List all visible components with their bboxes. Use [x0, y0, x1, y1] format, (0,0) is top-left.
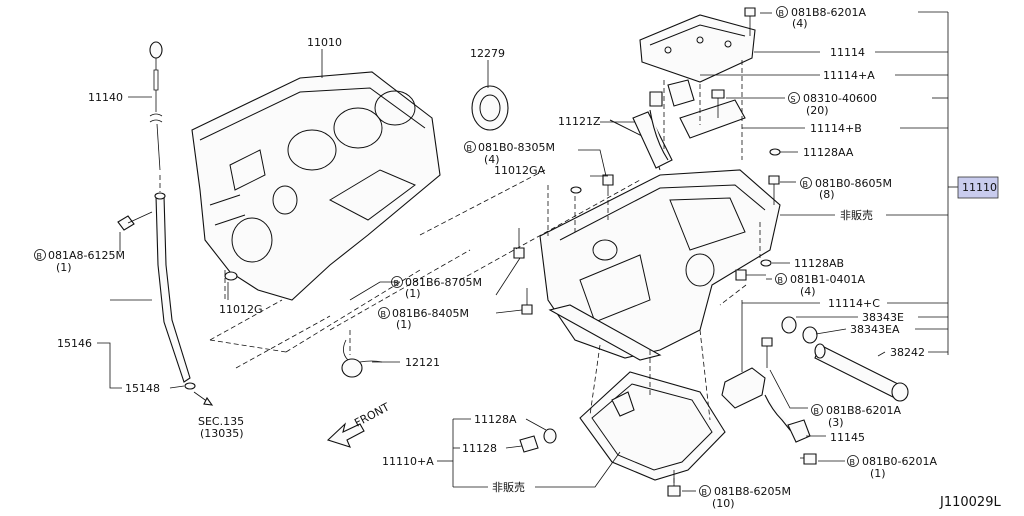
callout-11128a: 11128A: [474, 413, 517, 426]
bolts-drawing: [513, 7, 817, 497]
bolt-symbol-circle: [847, 455, 859, 467]
callout-11121z: 11121Z: [558, 115, 601, 128]
callout-08310-40600: 08310-40600: [803, 92, 877, 105]
bolt-symbol-letter: B: [381, 310, 387, 319]
callout-11110-a: 11110+A: [382, 455, 434, 468]
callout-11114-a: 11114+A: [823, 69, 875, 82]
oil-cooler-pipe-drawing: [781, 316, 909, 402]
dipstick-guide-tube-drawing: [154, 192, 196, 390]
leader-lines: [97, 11, 958, 492]
diagram-id: J110029L: [939, 495, 1001, 510]
callout-labels: 11010 12279 11140 B 081A8-6125M (1) 1101…: [34, 6, 1001, 510]
baffle-bracket-drawing: [649, 79, 746, 161]
callout-081b0-8605m-qty: (8): [819, 188, 835, 201]
bolt-symbol-circle: [391, 276, 403, 288]
screw-symbol-letter: S: [791, 95, 796, 104]
screw-symbol-circle: [788, 92, 800, 104]
sec-arrow-head: [203, 396, 214, 406]
guide-bolt-drawing: [117, 211, 153, 231]
callout-38242: 38242: [890, 346, 925, 359]
bracket-and-tube-drawing: [721, 300, 811, 443]
callout-081b0-8605m: 081B0-8605M: [815, 177, 892, 190]
bolt-symbol-letter: B: [779, 9, 785, 18]
callout-081b0-6201a-qty: (1): [870, 467, 886, 480]
callout-38343ea: 38343EA: [850, 323, 900, 336]
bolt-symbol-circle: [800, 177, 812, 189]
callout-081b0-6201a: 081B0-6201A: [862, 455, 938, 468]
callout-081b1-0401a-qty: (4): [800, 285, 816, 298]
callout-15148: 15148: [125, 382, 160, 395]
oil-dipstick-drawing: [149, 41, 163, 171]
callout-11114: 11114: [830, 46, 865, 59]
bolt-symbol-letter: B: [850, 458, 856, 467]
bolt-symbol-letter: B: [702, 488, 708, 497]
callout-11110-highlighted[interactable]: 11110: [962, 181, 997, 194]
highlighted-part-box[interactable]: [957, 176, 999, 199]
callout-081b6-8705m-qty: (1): [405, 287, 421, 300]
callout-08310-40600-qty: (20): [806, 104, 829, 117]
rear-oil-seal-drawing: [471, 85, 509, 131]
not-for-sale-label: 非販売: [492, 481, 525, 494]
bolt-symbol-circle: [811, 404, 823, 416]
lower-oil-pan-drawing: [579, 371, 726, 481]
callout-11128ab: 11128AB: [794, 257, 844, 270]
callout-11010: 11010: [307, 36, 342, 49]
bolt-symbol-letter: B: [467, 144, 473, 153]
callout-12279: 12279: [470, 47, 505, 60]
callout-081a8-6125m-qty: (1): [56, 261, 72, 274]
assembly-dashed-lines: [159, 60, 761, 484]
callout-11145: 11145: [830, 431, 865, 444]
bolt-symbol-circle: [464, 141, 476, 153]
callout-11012g: 11012G: [219, 303, 263, 316]
callout-081b6-8405m-qty: (1): [396, 318, 412, 331]
drain-plug-drawing: [519, 428, 557, 453]
callout-12121: 12121: [405, 356, 440, 369]
bolt-symbol-circle: [699, 485, 711, 497]
callout-081a8-6125m: 081A8-6125M: [48, 249, 125, 262]
callout-081b1-0401a: 081B1-0401A: [790, 273, 866, 286]
bolt-symbol-letter: B: [394, 279, 400, 288]
front-label: FRONT: [352, 400, 392, 429]
bolt-symbol-circle: [775, 273, 787, 285]
callout-081b8-6205m-qty: (10): [712, 497, 735, 510]
washer-11012g-drawing: [224, 271, 238, 281]
callout-081b8-6201a-top: 081B8-6201A: [791, 6, 867, 19]
callout-11128aa: 11128AA: [803, 146, 854, 159]
cylinder-block-drawing: [191, 71, 441, 301]
callout-081b0-8305m-qty: (4): [484, 153, 500, 166]
callout-38343e: 38343E: [862, 311, 904, 324]
callout-081b6-8705m: 081B6-8705M: [405, 276, 482, 289]
callout-sec-135: SEC.135: [198, 415, 244, 428]
not-for-sale-label: 非販売: [840, 209, 873, 222]
callout-081b8-6205m: 081B8-6205M: [714, 485, 791, 498]
knock-sensor-drawing: [341, 339, 383, 378]
bolt-symbol-circle: [378, 307, 390, 319]
callout-11128: 11128: [462, 442, 497, 455]
callout-081b6-8405m: 081B6-8405M: [392, 307, 469, 320]
bolt-symbol-circle: [776, 6, 788, 18]
callout-081b0-8305m: 081B0-8305M: [478, 141, 555, 154]
callout-15146: 15146: [57, 337, 92, 350]
callout-081b8-6201a-top-qty: (4): [792, 17, 808, 30]
bolt-symbol-letter: B: [778, 276, 784, 285]
front-direction-arrow: [326, 422, 365, 448]
callout-sec-135-sub: (13035): [200, 427, 244, 440]
callout-081b8-6201a-mid-qty: (3): [828, 416, 844, 429]
callout-11012ga: 11012GA: [494, 164, 546, 177]
bolt-symbol-letter: B: [814, 407, 820, 416]
callout-11114-b: 11114+B: [810, 122, 862, 135]
bolt-symbol-letter: B: [37, 252, 43, 261]
callout-11140: 11140: [88, 91, 123, 104]
upper-oil-pan-drawing: [539, 111, 781, 361]
bolt-symbol-circle: [34, 249, 46, 261]
callout-081b8-6201a-mid: 081B8-6201A: [826, 404, 902, 417]
callout-11114-c: 11114+C: [828, 297, 880, 310]
baffle-plate-drawing: [639, 14, 756, 83]
bolt-symbol-letter: B: [803, 180, 809, 189]
